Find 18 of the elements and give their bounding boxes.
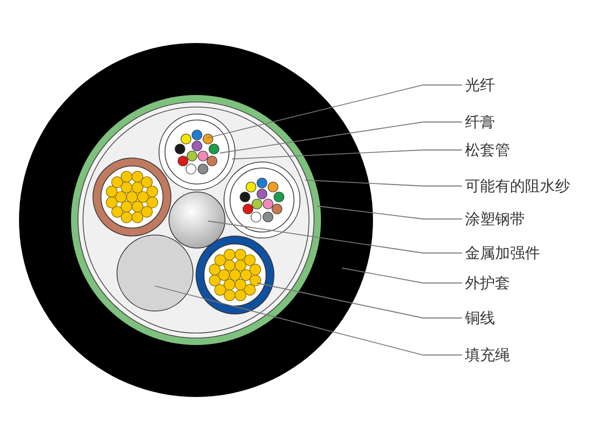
part-label: 填充绳 bbox=[465, 346, 510, 364]
leader-line bbox=[316, 206, 462, 220]
part-label: 松套管 bbox=[465, 141, 510, 159]
leader-line bbox=[220, 122, 462, 154]
part-label: 纤膏 bbox=[465, 113, 495, 131]
part-label: 外护套 bbox=[465, 274, 510, 292]
part-label: 铜线 bbox=[465, 309, 495, 327]
part-label: 涂塑钢带 bbox=[465, 210, 525, 228]
leader-line bbox=[342, 268, 462, 284]
leader-line bbox=[206, 84, 462, 138]
leader-line bbox=[232, 150, 462, 160]
part-label: 可能有的阻水纱 bbox=[465, 177, 570, 195]
leader-line bbox=[256, 282, 462, 318]
leader-line bbox=[154, 286, 462, 356]
leader-line bbox=[208, 220, 462, 254]
part-label: 金属加强件 bbox=[465, 244, 540, 262]
part-label: 光纤 bbox=[465, 76, 495, 94]
leader-line bbox=[304, 180, 462, 186]
